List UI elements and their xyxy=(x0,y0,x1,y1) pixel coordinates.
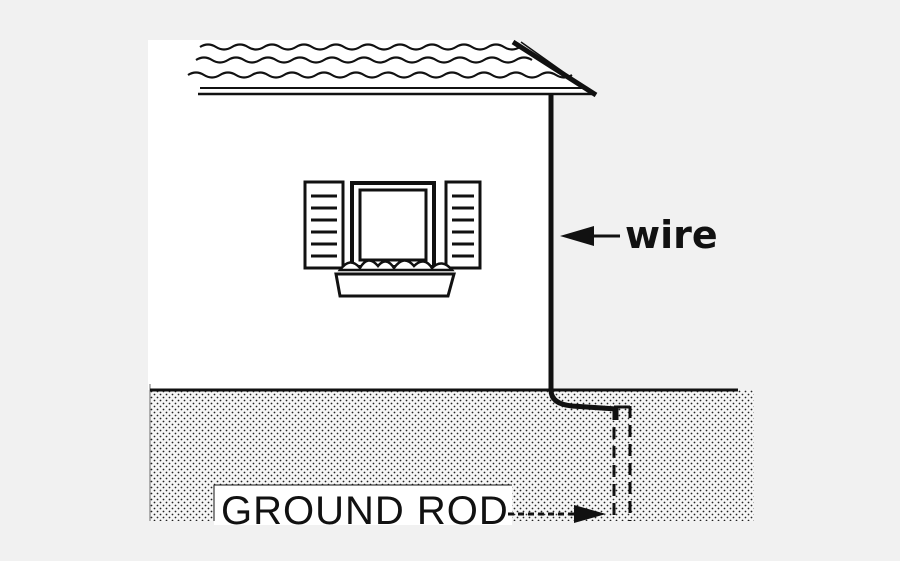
roof xyxy=(148,39,598,98)
ground-rod-label-box xyxy=(214,485,512,525)
ground-rod-arrow xyxy=(508,505,606,523)
window xyxy=(303,180,482,298)
ground-rod xyxy=(612,405,632,521)
wire-label: wire xyxy=(625,213,718,257)
house-wall xyxy=(148,95,550,390)
wire-arrow xyxy=(560,226,620,246)
ground-wire xyxy=(548,94,619,420)
ground-rod-label: GROUND ROD xyxy=(221,489,509,533)
